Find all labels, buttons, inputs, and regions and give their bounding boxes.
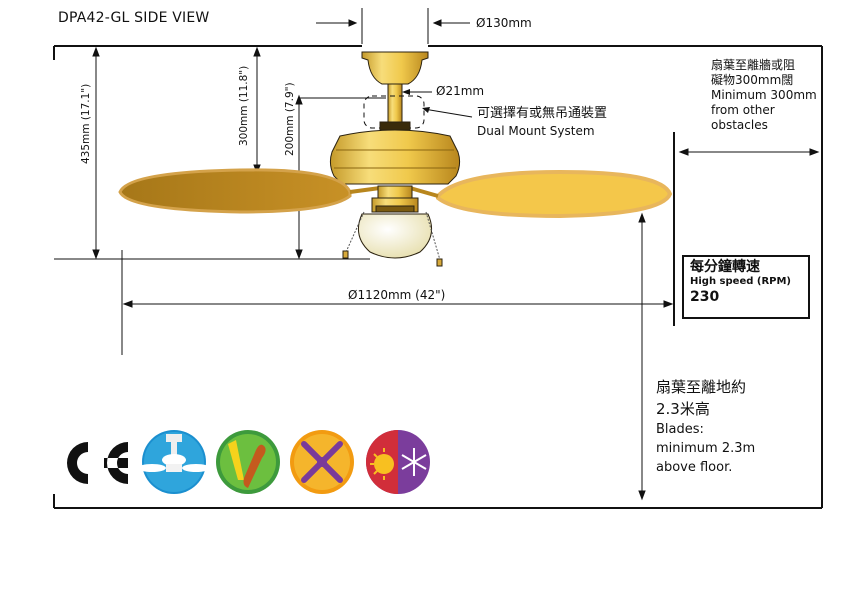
left-blade (118, 168, 352, 214)
reversible-blades-icon (216, 430, 280, 494)
height-435-label: 435mm (17.1") (80, 83, 92, 164)
ce-mark (67, 442, 128, 484)
mount-en-label: Dual Mount System (477, 124, 595, 138)
canopy-dimension-marks (316, 8, 470, 44)
span-label: Ø1120mm (42") (348, 288, 446, 302)
fan-mount-icon (138, 430, 210, 494)
floor-clearance-en-2: minimum 2.3m (656, 441, 756, 456)
dual-mount-dashed (363, 95, 425, 129)
wall-clearance-zh-1: 扇葉至離牆或阻 (711, 58, 796, 72)
floor-clearance-zh-1: 扇葉至離地約 (656, 378, 747, 396)
wall-clearance-en-2: from other (711, 103, 775, 117)
span-dimension-line (122, 300, 674, 308)
switch-housing (377, 185, 413, 199)
floor-clearance-note: 扇葉至離地約 2.3米高 Blades: minimum 2.3m above … (656, 376, 755, 477)
floor-clearance-en-1: Blades: (656, 422, 704, 437)
downrod-diameter-label: Ø21mm (436, 84, 485, 98)
wall-clearance-zh-2: 礙物300mm闊 (711, 73, 794, 87)
downrod (387, 83, 403, 125)
page-title: DPA42-GL SIDE VIEW (58, 10, 210, 26)
vertical-dimension-lines (54, 46, 386, 355)
canopy (361, 51, 429, 85)
ceiling-fan (118, 51, 673, 267)
wall-clearance-en-1: Minimum 300mm (711, 88, 817, 102)
speed-en-label: High speed (RPM) (690, 276, 791, 287)
motor-housing (329, 129, 461, 185)
speed-value: 230 (690, 289, 720, 305)
mount-zh-label: 可選擇有或無吊通裝置 (477, 106, 608, 121)
floor-clearance-en-3: above floor. (656, 460, 733, 475)
floor-clearance-zh-2: 2.3米高 (656, 400, 710, 418)
wall-clearance-note: 扇葉至離牆或阻 礙物300mm闊 Minimum 300mm from othe… (711, 58, 817, 133)
right-blade (436, 169, 673, 219)
summer-winter-icon (366, 430, 430, 494)
speed-zh-label: 每分鐘轉速 (690, 259, 760, 275)
wall-clearance-arrow (678, 148, 820, 156)
wall-clearance-en-3: obstacles (711, 118, 768, 132)
frame (53, 45, 823, 509)
canopy-diameter-label: Ø130mm (476, 16, 532, 30)
speed-box: 每分鐘轉速 High speed (RPM) 230 (682, 255, 810, 319)
light-globe (357, 213, 433, 259)
height-300-label: 300mm (11.8") (238, 65, 250, 146)
four-blade-icon (290, 430, 354, 494)
height-200-label: 200mm (7.9") (284, 82, 296, 156)
floor-clearance-arrow (638, 212, 646, 501)
